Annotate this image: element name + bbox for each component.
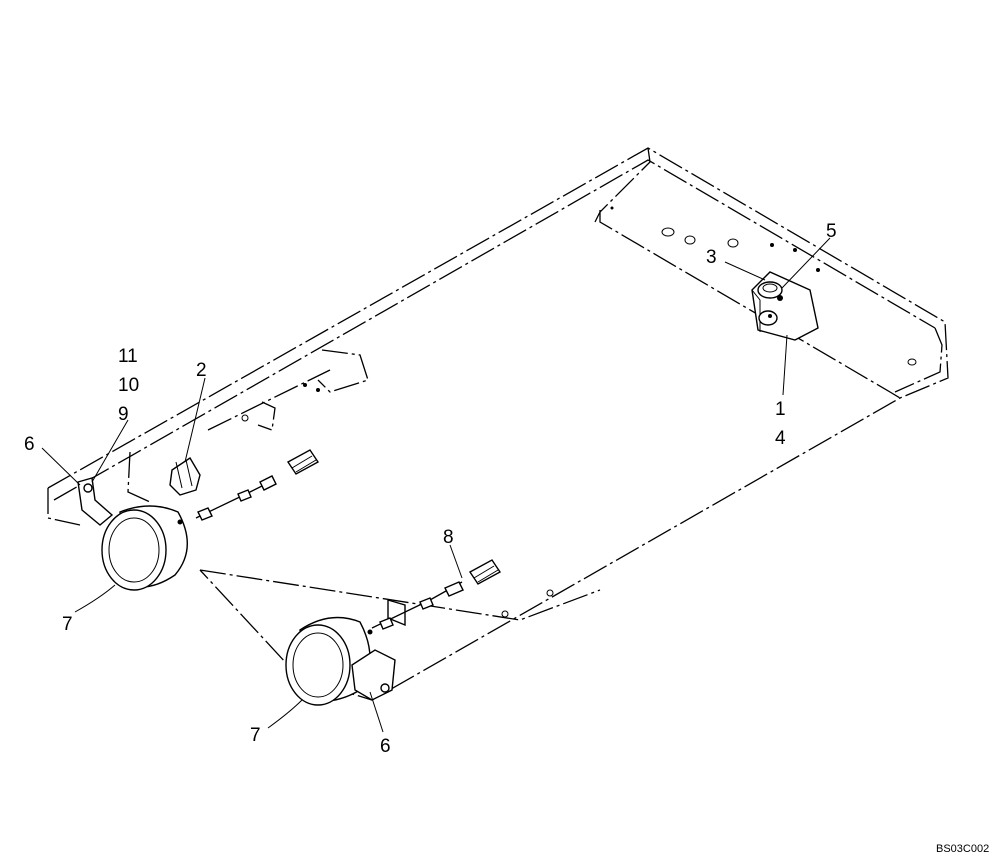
callout-9: 9 [118, 404, 129, 425]
callout-2: 2 [196, 360, 207, 381]
right-wiring-harness [371, 559, 502, 630]
callout-6-right: 6 [380, 736, 391, 757]
callout-labels: 1 2 3 4 5 6 6 7 7 8 9 10 11 [24, 221, 837, 757]
frame-outline [47, 147, 949, 701]
rear-switch-assembly [751, 271, 819, 341]
callout-3: 3 [706, 247, 717, 268]
leader-lines [41, 237, 831, 733]
left-switch [169, 457, 201, 496]
callout-11: 11 [118, 346, 138, 367]
callout-8: 8 [443, 527, 454, 548]
frame-holes [241, 206, 917, 618]
left-work-lamp [77, 477, 188, 591]
callout-10: 10 [118, 375, 139, 396]
callout-4: 4 [775, 428, 786, 449]
left-wiring-harness [195, 449, 320, 521]
callout-5: 5 [826, 221, 837, 242]
callout-6-left: 6 [24, 434, 35, 455]
callout-1: 1 [775, 399, 786, 420]
callout-7-left: 7 [62, 614, 73, 635]
callout-7-right: 7 [250, 725, 261, 746]
drawing-code: BS03C002 [936, 843, 989, 855]
right-work-lamp [285, 599, 406, 706]
